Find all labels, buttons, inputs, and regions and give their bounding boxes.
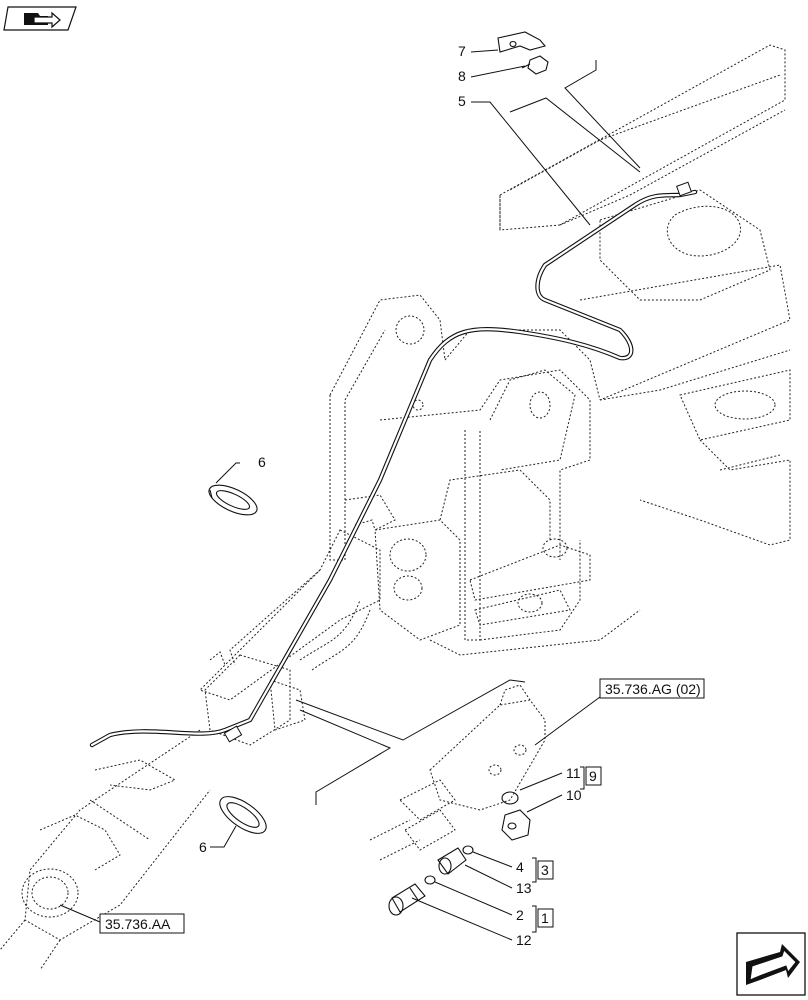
callout-7: 7 xyxy=(458,43,466,59)
callout-4: 4 xyxy=(516,859,524,875)
ref-35-736-aa-label: 35.736.AA xyxy=(105,916,171,932)
callout-10: 10 xyxy=(566,787,582,803)
ref-35-736-ag-label: 35.736.AG (02) xyxy=(605,681,701,697)
kit-label-1: 1 xyxy=(541,910,549,926)
bolt-part-8[interactable] xyxy=(521,55,549,75)
ref-35-736-aa[interactable]: 35.736.AA xyxy=(99,913,185,934)
kit-bracket-1[interactable]: 1 xyxy=(532,905,554,933)
chassis-frame xyxy=(0,44,791,971)
callout-12: 12 xyxy=(516,932,532,948)
callout-8: 8 xyxy=(458,68,466,84)
o-ring-part-11[interactable] xyxy=(501,791,519,805)
bracket-part-7[interactable] xyxy=(497,31,546,53)
kit-label-9: 9 xyxy=(589,768,597,784)
kit-bracket-3[interactable]: 3 xyxy=(532,857,554,883)
callout-2: 2 xyxy=(516,907,524,923)
o-ring-part-4[interactable] xyxy=(462,845,474,855)
callout-labels: 7 8 5 6 6 11 10 4 13 2 12 xyxy=(199,43,582,948)
elbow-fitting-part-10[interactable] xyxy=(501,809,531,841)
valve-block xyxy=(369,684,546,861)
kit-bracket-9[interactable]: 9 xyxy=(580,766,602,790)
kit-label-3: 3 xyxy=(541,862,549,878)
next-page-arrow-icon[interactable] xyxy=(736,932,806,996)
callout-6-bottom: 6 xyxy=(199,839,207,855)
section-lines xyxy=(295,60,641,805)
brake-pipe[interactable] xyxy=(89,181,698,748)
callout-5: 5 xyxy=(458,93,466,109)
pressure-switch-part-12[interactable] xyxy=(388,883,426,916)
folder-arrow-icon[interactable] xyxy=(3,6,77,31)
ref-35-736-ag[interactable]: 35.736.AG (02) xyxy=(599,678,705,699)
grommet-part-6-bottom[interactable] xyxy=(214,790,272,841)
callout-11: 11 xyxy=(566,765,581,781)
adapter-part-13[interactable] xyxy=(437,847,467,875)
grommet-part-6-top[interactable] xyxy=(205,479,261,521)
callout-6-top: 6 xyxy=(258,454,266,470)
callout-13: 13 xyxy=(516,880,532,896)
leader-lines xyxy=(59,49,601,941)
o-ring-part-2[interactable] xyxy=(424,875,436,885)
